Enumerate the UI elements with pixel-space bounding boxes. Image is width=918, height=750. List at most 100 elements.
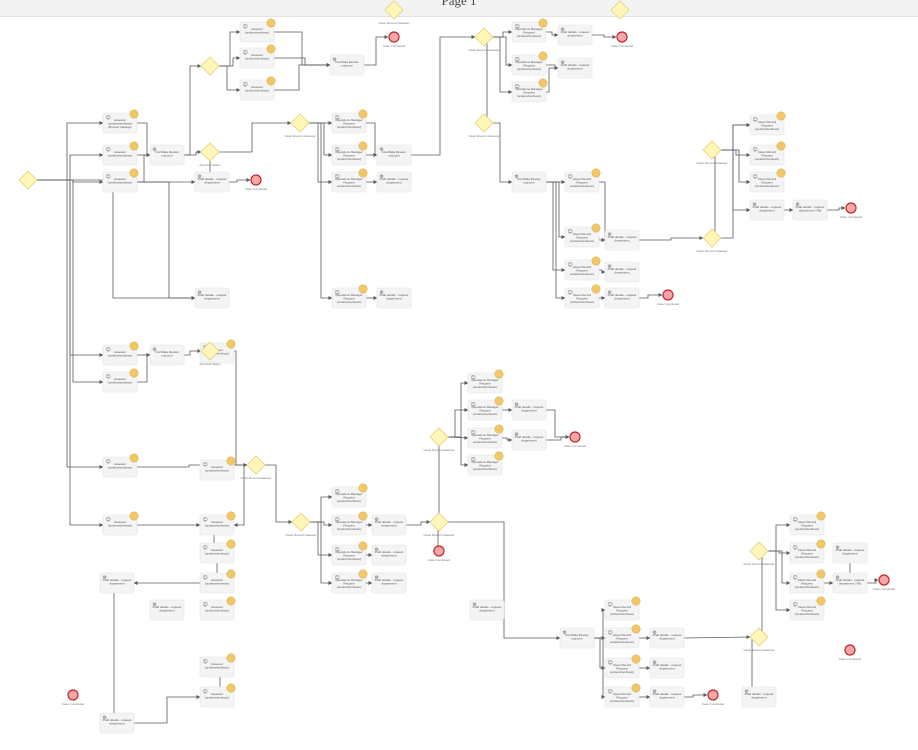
sequence-flow[interactable] xyxy=(546,181,566,300)
task-t36[interactable]: ☺Assessor(underwriter/team) xyxy=(102,341,139,366)
sequence-flow[interactable] xyxy=(309,122,333,157)
sequence-flow[interactable] xyxy=(768,550,791,612)
task-t37[interactable]: ☺Assessor(underwriter/team) xyxy=(102,368,139,393)
sequence-flow[interactable] xyxy=(448,521,561,640)
gateway-g2[interactable] xyxy=(200,56,220,76)
task-t76[interactable]: ☺Assessor(underwriter/team) xyxy=(199,456,236,481)
sequence-flow[interactable] xyxy=(768,550,791,585)
sequence-flow[interactable] xyxy=(37,179,196,300)
sequence-flow[interactable] xyxy=(184,64,202,156)
sequence-flow[interactable] xyxy=(406,520,431,526)
task-t13[interactable]: ☺Operations ManagerRequest(underwriter/t… xyxy=(331,168,368,193)
sequence-flow[interactable] xyxy=(546,181,566,239)
gateway-g13[interactable]: Clean Record Gateway xyxy=(423,512,455,537)
sequence-flow[interactable] xyxy=(219,30,241,67)
sequence-flow[interactable] xyxy=(233,464,247,527)
sequence-flow[interactable] xyxy=(448,436,469,467)
sequence-flow[interactable] xyxy=(684,693,708,698)
gateway-g15[interactable]: Clean Record Gateway xyxy=(743,627,775,652)
sequence-flow[interactable] xyxy=(599,269,606,274)
sequence-flow[interactable] xyxy=(683,635,751,640)
end-event-e1[interactable]: Case Completed xyxy=(245,174,268,191)
sequence-flow[interactable] xyxy=(827,206,846,211)
sequence-flow[interactable] xyxy=(137,153,151,183)
gateway-g14[interactable]: Clean Record Gateway xyxy=(743,541,775,566)
sequence-flow[interactable] xyxy=(229,178,251,183)
sequence-flow[interactable] xyxy=(546,66,559,93)
sequence-flow[interactable] xyxy=(546,64,559,70)
sequence-flow[interactable] xyxy=(184,150,202,156)
task-t56[interactable]: ☺Operations ManagerRequest(underwriter/t… xyxy=(467,451,504,476)
gateway-g5[interactable]: Clean Record Gateway xyxy=(468,27,500,52)
gateway-g17[interactable] xyxy=(610,0,630,20)
task-t43[interactable]: ☺Assessor(underwriter/team) xyxy=(199,569,236,594)
sequence-flow[interactable] xyxy=(639,236,704,241)
task-t39[interactable]: ☺Assessor(underwriter/team) xyxy=(102,453,139,478)
gateway-g1[interactable] xyxy=(18,170,38,190)
end-event-e3[interactable]: Case Completed xyxy=(611,31,634,48)
task-t18[interactable]: ☺Operations ManagerRequest(underwriter/t… xyxy=(511,18,548,43)
sequence-flow[interactable] xyxy=(639,293,663,299)
task-t53[interactable]: ☺Operations ManagerRequest(underwriter/t… xyxy=(467,369,504,394)
task-t20[interactable]: ☺Operations ManagerRequest(underwriter/t… xyxy=(511,78,548,103)
sequence-flow[interactable] xyxy=(219,121,292,153)
gateway-g10[interactable]: Clean Record Gateway xyxy=(240,455,272,480)
sequence-flow[interactable] xyxy=(310,521,333,585)
task-t6[interactable]: ☺Assessor(underwriter/team) xyxy=(239,44,276,69)
gateway-g11[interactable]: Clean Record Gateway xyxy=(423,427,455,452)
gateway-g3[interactable]: Approval Status xyxy=(199,142,221,167)
sequence-flow[interactable] xyxy=(867,578,879,584)
end-event-e8[interactable]: Case Completed xyxy=(873,574,896,591)
sequence-flow[interactable] xyxy=(546,435,570,441)
end-event-e6[interactable]: Case Completed xyxy=(564,431,587,448)
task-t48[interactable]: ☺Operations ManagerRequest(underwriter/t… xyxy=(331,511,368,536)
sequence-flow[interactable] xyxy=(99,582,134,725)
end-event-e9[interactable]: Case Completed xyxy=(702,689,725,706)
sequence-flow[interactable] xyxy=(594,608,606,639)
gateway-g9[interactable]: Approval Status xyxy=(199,341,221,366)
sequence-flow[interactable] xyxy=(546,409,570,439)
task-t3[interactable]: ☺Assessor(underwriter/team) xyxy=(102,168,139,193)
sequence-flow[interactable] xyxy=(219,56,241,67)
sequence-flow[interactable] xyxy=(448,408,469,438)
gateway-g6[interactable]: Clean Record Gateway xyxy=(468,113,500,138)
sequence-flow[interactable] xyxy=(137,181,196,300)
task-t54[interactable]: ☺Operations ManagerRequest(underwriter/t… xyxy=(467,396,504,421)
sequence-flow[interactable] xyxy=(594,637,606,699)
sequence-flow[interactable] xyxy=(598,237,606,242)
gateway-g7[interactable]: Clean Record Gateway xyxy=(696,140,728,165)
end-event-e11[interactable]: Case Completed xyxy=(839,644,862,661)
sequence-flow[interactable] xyxy=(274,63,331,91)
sequence-flow[interactable] xyxy=(721,123,751,151)
task-t49[interactable]: ☺Operations ManagerRequest(underwriter/t… xyxy=(331,541,368,566)
